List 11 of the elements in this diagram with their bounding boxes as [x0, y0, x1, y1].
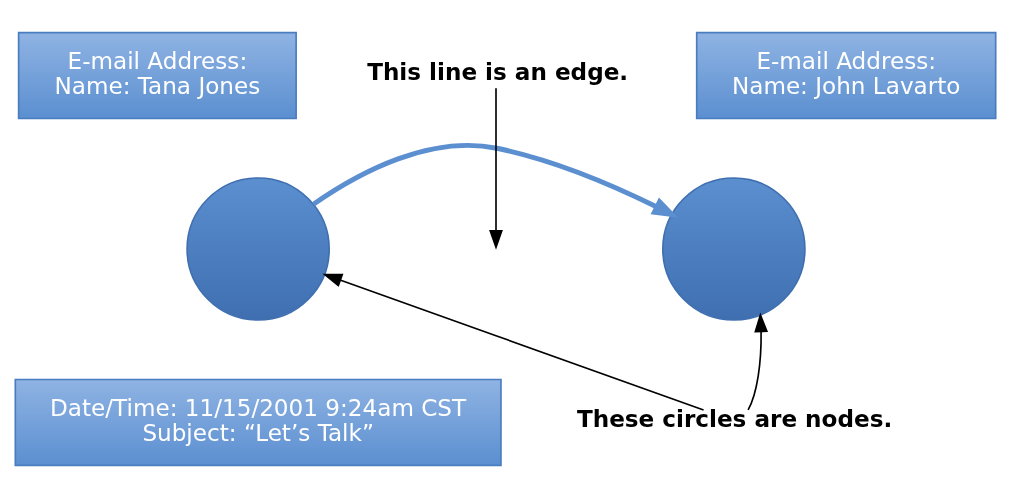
node-box: E-mail Address: Name: John Lavarto: [695, 31, 997, 120]
node-circle: [662, 177, 806, 321]
node-box: E-mail Address: Name: Tana Jones: [17, 31, 297, 120]
arrow: [322, 273, 705, 411]
node-circle: [186, 177, 330, 321]
arrow: [489, 87, 503, 250]
arrow: [747, 312, 769, 411]
node-text: This line is an edge.: [367, 59, 629, 86]
arrow: [312, 143, 679, 218]
node-box: Date/Time: 11/15/2001 9:24am CST Subject: “Let’s Talk”: [14, 378, 502, 467]
node-text: These circles are nodes.: [576, 405, 893, 432]
